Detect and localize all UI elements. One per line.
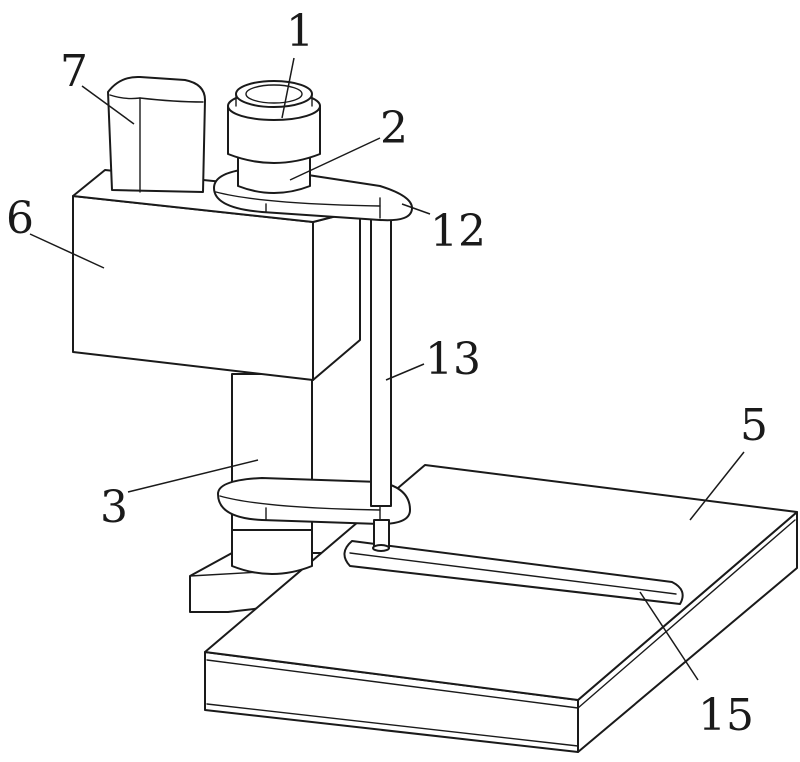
label-1: 1 — [286, 6, 314, 57]
label-12: 12 — [430, 206, 486, 257]
slot-15 — [343, 540, 684, 605]
label-7: 7 — [60, 46, 88, 97]
label-5: 5 — [740, 400, 768, 451]
label-2: 2 — [380, 103, 408, 154]
vertical-rod-13 — [370, 213, 392, 552]
motor-box-7 — [107, 75, 206, 193]
label-6: 6 — [6, 193, 34, 244]
label-3: 3 — [100, 482, 128, 533]
label-15: 15 — [698, 690, 754, 741]
spindle-head-1 — [227, 80, 321, 164]
lower-arm — [217, 477, 411, 525]
column-3 — [231, 373, 313, 575]
leader-lines — [29, 57, 745, 681]
label-13: 13 — [425, 334, 481, 385]
